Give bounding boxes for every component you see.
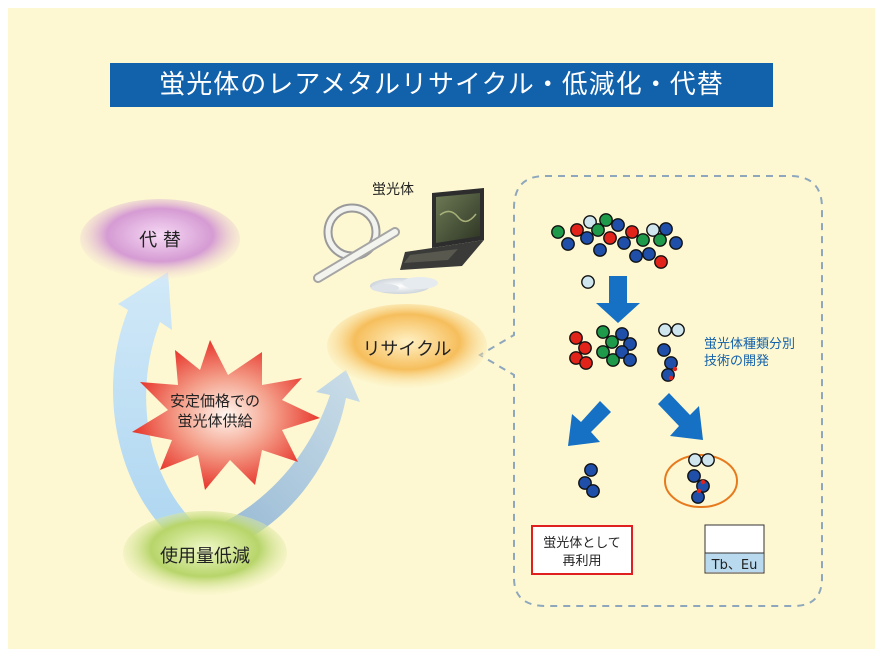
phosphor-particle [636, 233, 650, 247]
phosphor-particle [561, 237, 575, 251]
stable-supply-burst [132, 340, 320, 490]
elements-label: Tb、Eu [711, 558, 758, 573]
phosphor-particle [654, 255, 668, 269]
phosphor-particle [583, 215, 597, 229]
phosphor-particle [578, 476, 592, 490]
phosphor-particle [570, 223, 584, 237]
phosphor-particle [688, 453, 702, 467]
phosphor-particle [701, 453, 715, 467]
phosphor-particle [659, 222, 673, 236]
red-speck [700, 479, 706, 485]
phosphor-particle [599, 213, 613, 227]
phosphor-particle [617, 236, 631, 250]
phosphor-particle [606, 353, 620, 367]
phosphor-particle [596, 325, 610, 339]
phosphor-particle [569, 331, 583, 345]
phosphor-particle [669, 236, 683, 250]
phosphor-particle [625, 225, 639, 239]
sorting-label-line2: 技術の開発 [704, 354, 770, 369]
laptop-icon [400, 188, 484, 270]
phosphor-particle [584, 463, 598, 477]
red-speck [672, 366, 678, 372]
phosphor-particle [579, 356, 593, 370]
phosphor-particle [593, 243, 607, 257]
phosphor-particle [687, 469, 701, 483]
phosphor-particle [623, 337, 637, 351]
red-speck [668, 375, 674, 381]
substitute-ellipse [80, 199, 240, 279]
phosphor-particle [658, 323, 672, 337]
phosphor-particle [615, 327, 629, 341]
reuse-label-line1: 蛍光体として [543, 536, 621, 551]
burst-label-line1: 安定価格での [169, 392, 260, 410]
phosphor-particle [551, 225, 565, 239]
phosphor-particle [611, 218, 625, 232]
phosphor-particle [657, 343, 671, 357]
red-speck [696, 488, 702, 494]
recycle-ellipse [327, 304, 487, 388]
phosphor-particle [623, 353, 637, 367]
phosphor-particle [671, 323, 685, 337]
highlight-ellipse [664, 454, 738, 508]
phosphor-particle [629, 249, 643, 263]
phosphor-particle [605, 335, 619, 349]
reduce-ellipse [123, 511, 287, 595]
down-arrow [596, 276, 640, 323]
phosphor-particle [591, 223, 605, 237]
phosphor-particle [642, 247, 656, 261]
phosphor-label: 蛍光体 [372, 182, 414, 198]
elements-box-fill [706, 553, 763, 572]
down-left-arrow [568, 401, 611, 446]
substitute-label: 代 替 [139, 230, 181, 251]
phosphor-particle [596, 345, 610, 359]
phosphor-particle [586, 484, 600, 498]
phosphor-particle [653, 233, 667, 247]
curved-arrow-to-substitute [112, 272, 208, 545]
reuse-box [531, 525, 633, 575]
phosphor-particle [603, 231, 617, 245]
reduce-label: 使用量低減 [160, 546, 250, 567]
phosphor-particles [551, 213, 715, 504]
phosphor-particle [580, 231, 594, 245]
phosphor-particle [615, 345, 629, 359]
phosphor-particle [581, 275, 595, 289]
burst-label-line2: 蛍光体供給 [177, 412, 253, 430]
phosphor-powder-icon [370, 277, 438, 294]
reuse-label-line2: 再利用 [562, 554, 602, 569]
page-title: 蛍光体のレアメタルリサイクル・低減化・代替 [110, 63, 773, 107]
fluorescent-lamp-icon [313, 203, 400, 283]
sorting-label-line1: 蛍光体種類分別 [704, 337, 796, 352]
down-right-arrow [658, 393, 703, 440]
recycle-label: リサイクル [362, 339, 452, 360]
phosphor-particle [578, 341, 592, 355]
